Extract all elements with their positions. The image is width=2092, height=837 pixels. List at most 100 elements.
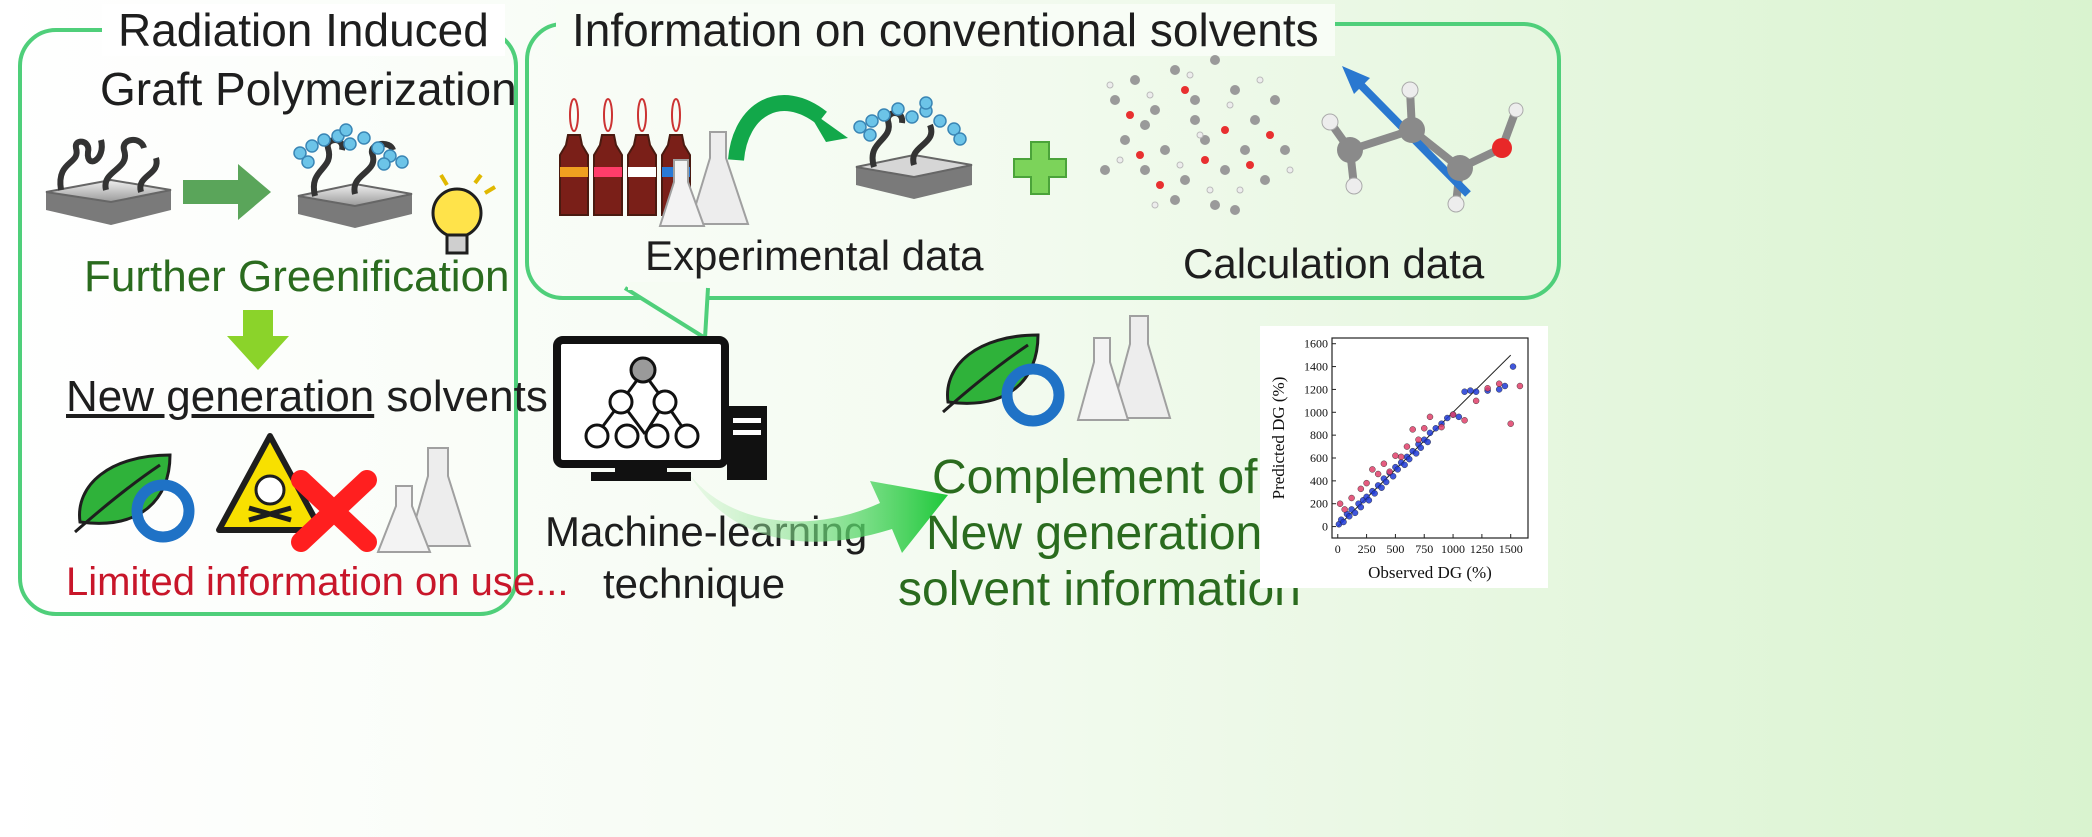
data-point-blue xyxy=(1455,413,1463,421)
y-tick-label: 1400 xyxy=(1304,360,1328,374)
data-point-blue xyxy=(1351,509,1359,517)
data-point-blue xyxy=(1417,444,1424,451)
x-tick-label: 250 xyxy=(1358,542,1376,556)
plot-frame xyxy=(1331,337,1529,539)
data-point-red xyxy=(1495,380,1503,387)
data-point-red xyxy=(1392,452,1399,459)
data-point-blue xyxy=(1371,490,1378,497)
data-point-red xyxy=(1421,425,1428,432)
big-curved-arrow-icon xyxy=(690,475,948,553)
speech-pointer xyxy=(623,282,710,342)
calculation-data-label: Calculation data xyxy=(1183,240,1485,287)
data-point-red xyxy=(1369,466,1376,473)
data-point-red xyxy=(1415,436,1422,443)
leaf-icon xyxy=(942,333,1040,414)
greenification-text: Further Greenification xyxy=(84,252,510,301)
data-point-red xyxy=(1374,470,1382,478)
flask-icon xyxy=(658,131,750,227)
x-tick-label: 1000 xyxy=(1441,542,1465,556)
x-axis-label: Observed DG (%) xyxy=(1368,563,1492,582)
data-point-red xyxy=(1336,500,1344,507)
data-point-blue xyxy=(1444,414,1451,422)
new-generation-underlined: New generation xyxy=(66,372,375,421)
data-point-blue xyxy=(1461,388,1468,395)
new-generation-solvents-text: New generation solvents xyxy=(66,372,548,422)
plus-icon xyxy=(1013,141,1067,195)
left-panel-title-line2: Graft Polymerization xyxy=(100,63,517,115)
data-point-blue xyxy=(1389,473,1397,480)
y-tick-label: 600 xyxy=(1310,451,1328,465)
data-point-blue xyxy=(1357,503,1365,511)
data-point-red xyxy=(1357,485,1365,493)
data-point-red xyxy=(1403,443,1411,450)
y-tick-label: 1600 xyxy=(1304,337,1328,351)
grafted-substrate-icon xyxy=(293,123,413,228)
data-point-blue xyxy=(1412,450,1420,457)
data-point-red xyxy=(1386,468,1393,475)
data-point-blue xyxy=(1378,484,1385,491)
experimental-data-label: Experimental data xyxy=(645,232,984,279)
x-tick-label: 750 xyxy=(1415,542,1433,556)
x-tick-label: 1250 xyxy=(1470,542,1494,556)
blue-ring-icon xyxy=(1001,363,1065,427)
data-point-blue xyxy=(1432,425,1439,432)
data-point-red xyxy=(1380,460,1388,467)
molecule-icon xyxy=(1321,66,1524,213)
grafted-substrate-icon xyxy=(853,96,973,199)
data-point-blue xyxy=(1495,386,1503,393)
lightbulb-icon xyxy=(431,173,497,255)
data-point-blue xyxy=(1340,518,1347,526)
curved-arrow-icon xyxy=(728,95,848,161)
data-point-blue xyxy=(1424,438,1431,446)
data-point-blue xyxy=(1365,497,1373,504)
top-panel-title: Information on conventional solvents xyxy=(556,4,1335,56)
data-point-blue xyxy=(1509,363,1517,370)
data-point-red xyxy=(1363,479,1370,487)
data-point-red xyxy=(1461,417,1468,424)
complement-line3: solvent information xyxy=(898,563,1301,616)
data-point-red xyxy=(1507,420,1514,427)
x-tick-label: 0 xyxy=(1335,542,1341,556)
data-point-red xyxy=(1449,411,1457,418)
blue-ring-icon xyxy=(131,479,195,543)
flask-icon xyxy=(376,447,472,553)
data-point-red xyxy=(1348,494,1355,502)
y-tick-label: 800 xyxy=(1310,428,1328,442)
grafted-substrate-icon xyxy=(45,137,172,225)
molecule-cluster-icon xyxy=(1100,55,1294,215)
data-point-red xyxy=(1516,382,1524,390)
red-cross-icon xyxy=(291,470,377,552)
data-point-blue xyxy=(1472,388,1480,395)
complement-line2: New generation xyxy=(926,507,1263,560)
graft-arrow-icon xyxy=(183,164,271,220)
data-point-blue xyxy=(1501,382,1509,390)
leaf-icon xyxy=(74,453,172,534)
ml-line2: technique xyxy=(603,560,786,607)
solvents-word: solvents xyxy=(374,372,548,421)
data-point-blue xyxy=(1406,455,1413,463)
data-point-red xyxy=(1341,506,1348,513)
y-axis-label: Predicted DG (%) xyxy=(1269,377,1288,500)
x-tick-label: 1500 xyxy=(1499,542,1523,556)
data-point-blue xyxy=(1401,461,1408,469)
data-point-red xyxy=(1472,397,1480,405)
data-point-blue xyxy=(1394,466,1401,473)
y-tick-label: 200 xyxy=(1310,497,1328,511)
down-arrow-icon xyxy=(227,310,289,370)
complement-line1: Complement of xyxy=(932,451,1258,504)
data-point-blue xyxy=(1346,513,1353,520)
data-point-blue xyxy=(1426,429,1434,437)
limited-info-text: Limited information on use... xyxy=(66,560,569,604)
data-point-red xyxy=(1397,453,1405,461)
flask-icon xyxy=(1076,315,1172,421)
data-point-blue xyxy=(1467,387,1474,394)
data-point-red xyxy=(1409,426,1416,433)
y-tick-label: 1000 xyxy=(1304,405,1328,419)
data-point-red xyxy=(1484,385,1491,392)
x-tick-label: 500 xyxy=(1386,542,1404,556)
y-tick-label: 0 xyxy=(1322,520,1328,534)
left-panel-title-line1: Radiation Induced xyxy=(102,4,505,56)
y-tick-label: 400 xyxy=(1310,474,1328,488)
data-point-blue xyxy=(1382,478,1390,486)
